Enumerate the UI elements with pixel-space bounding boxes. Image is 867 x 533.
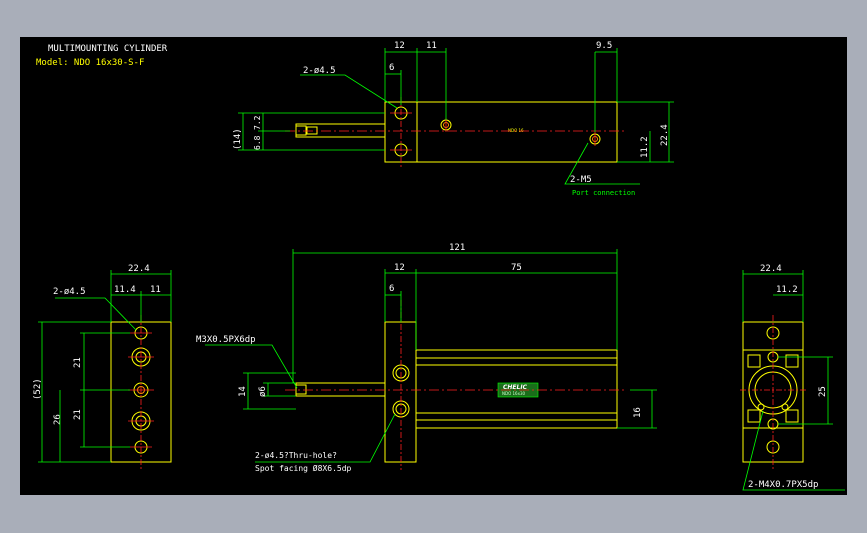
right-dim-25: 25 xyxy=(818,386,828,397)
front-view: CHELIC NDO 16x30 121 12 75 6 14 ø6 16 M3… xyxy=(196,243,657,473)
brand-name: CHELIC xyxy=(503,384,528,391)
drawing-title: MULTIMOUNTING CYLINDER xyxy=(48,44,168,54)
brand-sub: NDO 16x30 xyxy=(502,391,525,396)
left-dim-26: 26 xyxy=(53,414,63,425)
model-label: Model: NDO 16x30-S-F xyxy=(36,58,144,68)
right-dim-11-2: 11.2 xyxy=(776,285,798,295)
top-dim-14: (14) xyxy=(233,128,243,150)
front-flange xyxy=(384,321,417,463)
right-dim-22-4: 22.4 xyxy=(760,264,782,274)
rod-thread-callout: M3X0.5PX6dp xyxy=(196,335,256,345)
top-dim-11: 11 xyxy=(426,41,437,51)
top-dim-11-2: 11.2 xyxy=(640,136,650,158)
top-dim-12: 12 xyxy=(394,41,405,51)
left-view: 22.4 11.4 11 2-ø4.5 (52) 21 21 26 xyxy=(33,264,172,470)
front-dim-6: 6 xyxy=(389,284,394,294)
top-label-mark: NDO 16 xyxy=(508,128,524,133)
left-dim-21a: 21 xyxy=(73,357,83,368)
right-view: 22.4 11.2 25 2-M4X0.7PX5dp xyxy=(740,264,845,491)
front-holes-callout: 2-ø4.5?Thru-hole? xyxy=(255,451,337,460)
right-threads-callout: 2-M4X0.7PX5dp xyxy=(748,480,818,490)
top-holes-callout: 2-ø4.5 xyxy=(303,66,336,76)
top-rod xyxy=(295,123,386,138)
left-dim-22-4: 22.4 xyxy=(128,264,150,274)
spot-facing-callout: Spot facing Ø8X6.5dp xyxy=(255,463,352,473)
top-dim-6: 6 xyxy=(389,63,394,73)
port-note: Port connection xyxy=(572,189,635,197)
top-dim-6-8: 6.8 xyxy=(253,135,262,150)
top-dim-9-5: 9.5 xyxy=(596,41,612,51)
left-dim-11-4: 11.4 xyxy=(114,285,136,295)
top-dim-7-2: 7.2 xyxy=(253,115,262,130)
front-rod xyxy=(295,382,386,397)
drawing-canvas: MULTIMOUNTING CYLINDER Model: NDO 16x30-… xyxy=(20,37,847,495)
thread-hole-1 xyxy=(757,403,765,411)
top-view: NDO 16 12 11 6 9.5 2-ø4.5 (14) 7.2 6.8 2… xyxy=(233,41,674,197)
front-dim-121: 121 xyxy=(449,243,465,253)
port-callout: 2-M5 xyxy=(570,175,592,185)
front-dim-phi6: ø6 xyxy=(258,386,268,397)
left-dim-21b: 21 xyxy=(73,409,83,420)
front-dim-16: 16 xyxy=(633,407,643,418)
left-holes-callout: 2-ø4.5 xyxy=(53,287,86,297)
top-dim-22-4: 22.4 xyxy=(660,124,670,146)
cad-drawing: MULTIMOUNTING CYLINDER Model: NDO 16x30-… xyxy=(33,41,845,491)
front-body xyxy=(415,349,618,429)
left-dim-11: 11 xyxy=(150,285,161,295)
left-dim-52: (52) xyxy=(33,378,43,400)
thread-hole-2 xyxy=(781,403,789,411)
front-dim-14: 14 xyxy=(238,386,248,397)
front-dim-12: 12 xyxy=(394,263,405,273)
front-dim-75: 75 xyxy=(511,263,522,273)
